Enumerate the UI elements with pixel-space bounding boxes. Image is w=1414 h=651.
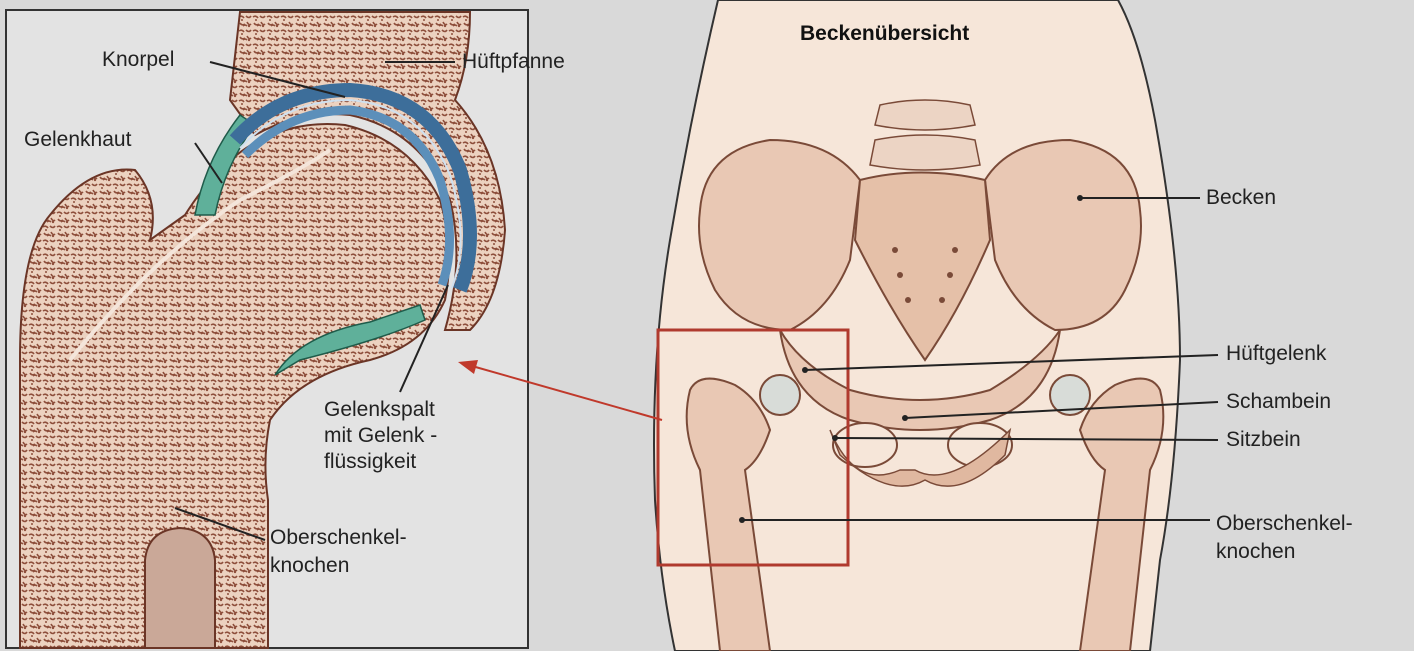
lumbar-vertebra-1	[875, 100, 975, 130]
right-overview-panel	[458, 0, 1218, 651]
label-gelenkspalt-line1: Gelenkspalt	[324, 398, 435, 422]
leader-dot-oberschenkel	[739, 517, 745, 523]
label-schambein: Schambein	[1226, 390, 1331, 414]
label-gelenkspalt-line2: mit Gelenk -	[324, 424, 437, 448]
leader-dot-schambein	[902, 415, 908, 421]
label-gelenkhaut: Gelenkhaut	[24, 128, 131, 152]
left-detail-panel	[6, 10, 528, 648]
overview-title: Beckenübersicht	[800, 22, 969, 46]
label-becken: Becken	[1206, 186, 1276, 210]
label-sitzbein: Sitzbein	[1226, 428, 1301, 452]
obturator-foramen-left	[833, 423, 897, 467]
label-oberschenkel-left-line2: knochen	[270, 554, 349, 578]
leader-dot-sitzbein	[832, 435, 838, 441]
leader-dot-becken	[1077, 195, 1083, 201]
label-oberschenkel-left-line1: Oberschenkel-	[270, 526, 407, 550]
label-knorpel: Knorpel	[102, 48, 174, 72]
lumbar-vertebra-2	[870, 135, 980, 170]
femoral-head-left	[760, 375, 800, 415]
label-hueftgelenk: Hüftgelenk	[1226, 342, 1326, 366]
label-hueftpfanne: Hüftpfanne	[462, 50, 565, 74]
medullary-canal	[145, 528, 215, 648]
label-gelenkspalt-line3: flüssigkeit	[324, 450, 416, 474]
leader-dot-hueftgelenk	[802, 367, 808, 373]
label-oberschenkel-right-line1: Oberschenkel-	[1216, 512, 1353, 536]
label-oberschenkel-right-line2: knochen	[1216, 540, 1295, 564]
